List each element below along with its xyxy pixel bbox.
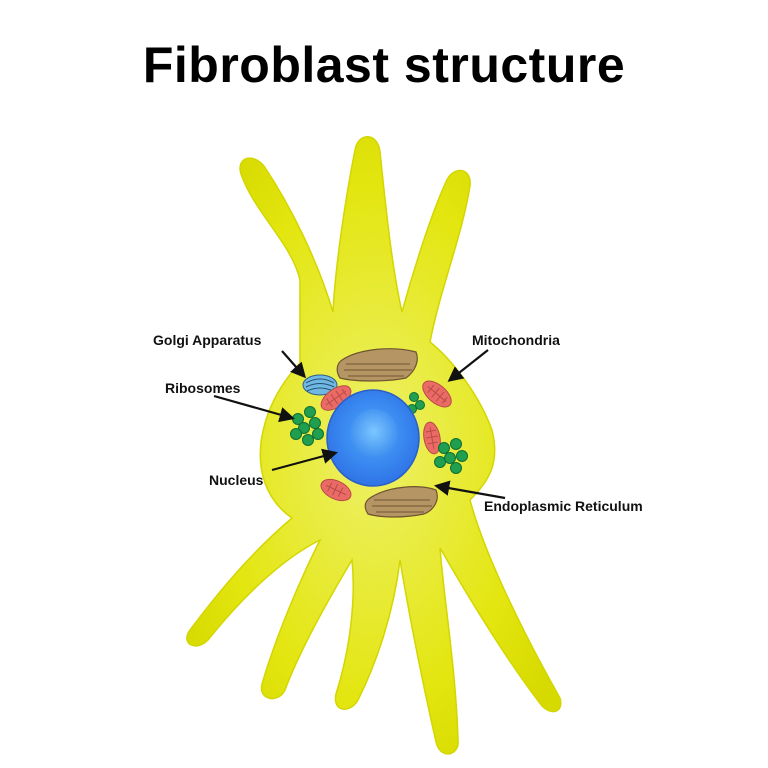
label-mitochondria: Mitochondria <box>472 332 560 348</box>
endoplasmic-reticulum-bottom <box>364 486 438 518</box>
label-ribosomes: Ribosomes <box>165 380 241 396</box>
nucleus <box>326 389 420 487</box>
mitochondrion-3 <box>423 421 441 455</box>
arrow-golgi <box>281 350 307 379</box>
arrow-ribosomes <box>213 394 295 423</box>
mitochondria-group <box>320 380 452 502</box>
endoplasmic-reticulum-top <box>336 348 418 382</box>
ribosomes-right <box>407 392 468 474</box>
mitochondrion-2 <box>422 380 452 408</box>
ribosomes-left <box>290 406 324 446</box>
arrows <box>213 349 506 500</box>
label-endoplasmic-reticulum: Endoplasmic Reticulum <box>484 498 643 514</box>
label-golgi-apparatus: Golgi Apparatus <box>153 332 262 348</box>
diagram-title: Fibroblast structure <box>142 37 626 93</box>
mitochondrion-4 <box>320 478 352 502</box>
arrow-nucleus <box>271 448 338 472</box>
label-nucleus: Nucleus <box>209 472 264 488</box>
mitochondrion-1 <box>320 385 352 411</box>
arrow-er <box>433 480 506 500</box>
arrow-mitochondria <box>447 349 489 382</box>
